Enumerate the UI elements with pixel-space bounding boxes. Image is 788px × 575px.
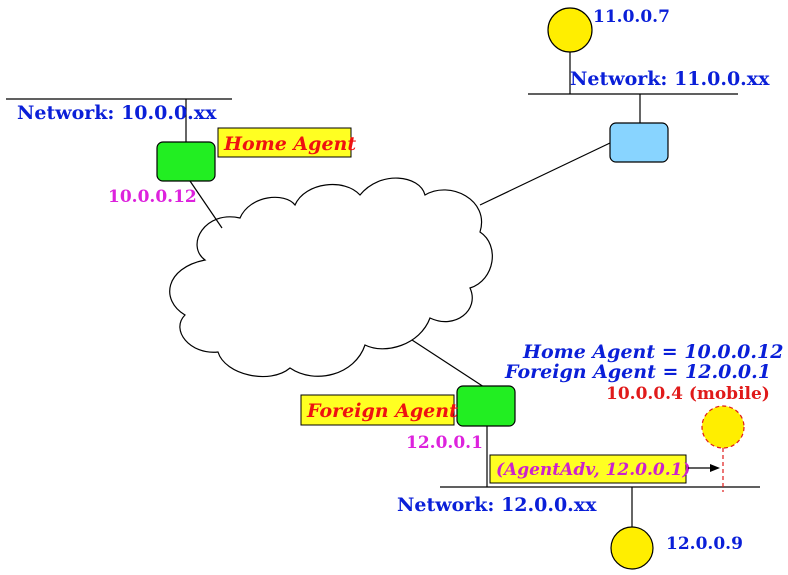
home-agent-cloud-link (189, 180, 223, 229)
mobile-node-address: 10.0.0.4 (mobile) (606, 384, 770, 404)
internet-cloud-icon (169, 177, 493, 377)
mobile-home-agent-info: Home Agent = 10.0.0.12 (522, 341, 783, 363)
remote-router-icon (609, 122, 669, 163)
remote-network-label: Network: 11.0.0.xx (570, 68, 770, 90)
foreign-agent-cloud-link (411, 339, 485, 388)
foreign-agent-router-icon (456, 385, 516, 427)
home-agent-label-box (217, 127, 352, 158)
foreign-host-address: 12.0.0.9 (666, 534, 743, 554)
remote-host-icon (547, 7, 593, 53)
home-agent-address: 10.0.0.12 (108, 187, 197, 207)
home-agent-label: Home Agent (223, 133, 356, 155)
foreign-agent-label: Foreign Agent (306, 400, 458, 422)
foreign-agent-address: 12.0.0.1 (406, 433, 483, 453)
home-agent-router-icon (156, 141, 216, 182)
remote-host-address: 11.0.0.7 (593, 7, 670, 27)
remote-router-cloud-link (479, 142, 611, 206)
home-network-label: Network: 10.0.0.xx (17, 102, 217, 124)
foreign-host-icon (610, 526, 654, 570)
foreign-agent-label-box (300, 394, 455, 426)
mobile-foreign-agent-info: Foreign Agent = 12.0.0.1 (504, 361, 771, 383)
agent-advertisement-box (489, 454, 687, 484)
advertisement-arrow-head-icon (710, 464, 720, 472)
mobile-node-icon (701, 405, 745, 449)
foreign-network-label: Network: 12.0.0.xx (397, 494, 597, 516)
agent-advertisement-label: (AgentAdv, 12.0.0.1) (496, 460, 691, 480)
